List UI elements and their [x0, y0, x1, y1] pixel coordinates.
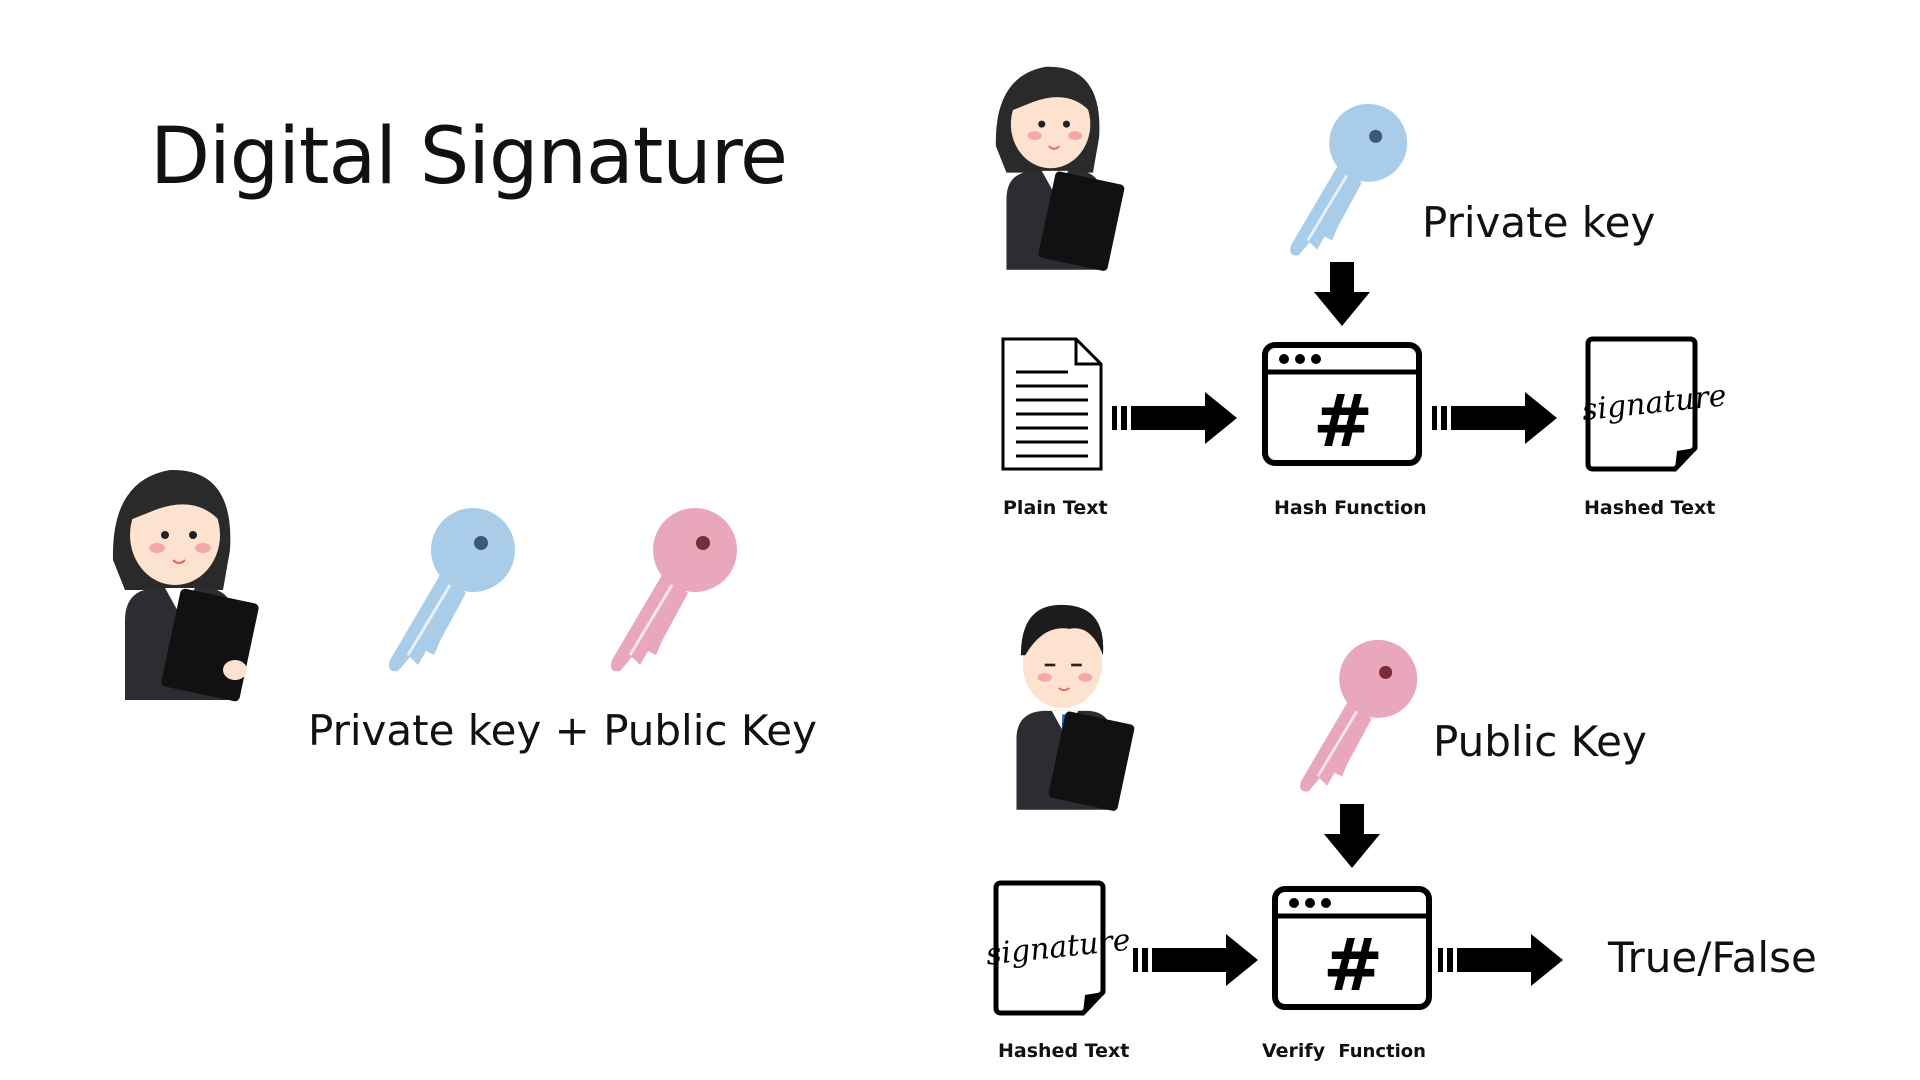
hash-symbol: #: [1323, 923, 1383, 1007]
document-icon: [1001, 337, 1103, 471]
plain-text-label: Plain Text: [1003, 497, 1108, 519]
public-key-icon: [611, 508, 737, 672]
hashed-text-label: Hashed Text: [998, 1040, 1130, 1062]
verify-word: Verify: [1262, 1040, 1326, 1062]
private-key-icon: [389, 508, 515, 672]
arrow-right-icon: [1133, 934, 1258, 986]
hash-function-box: #: [1262, 342, 1424, 468]
hashed-text-label: Hashed Text: [1584, 497, 1716, 519]
hash-symbol: #: [1313, 379, 1373, 463]
function-word: Function: [1338, 1041, 1426, 1062]
signed-document-icon: signature: [1580, 336, 1728, 472]
public-key-label: Public Key: [1433, 717, 1647, 766]
result-label: True/False: [1608, 933, 1817, 982]
verify-function-label: Verify Function: [1262, 1040, 1426, 1062]
slide-title: Digital Signature: [150, 112, 788, 202]
arrow-right-icon: [1438, 934, 1563, 986]
arrow-right-icon: [1112, 392, 1237, 444]
signer-illustration: [995, 66, 1125, 271]
signed-document-icon: signature: [984, 880, 1132, 1016]
private-key-label: Private key: [1422, 198, 1656, 247]
verify-function-box: #: [1272, 886, 1434, 1012]
arrow-right-icon: [1432, 392, 1557, 444]
public-key-icon: [1300, 639, 1418, 792]
down-arrow-icon: [1324, 804, 1380, 868]
down-arrow-icon: [1314, 262, 1370, 326]
keys-caption: Private key + Public Key: [308, 706, 817, 755]
businesswoman-illustration: [112, 469, 259, 702]
private-key-icon: [1290, 103, 1408, 256]
hash-function-label: Hash Function: [1274, 497, 1427, 519]
verifier-illustration: [1016, 604, 1135, 811]
